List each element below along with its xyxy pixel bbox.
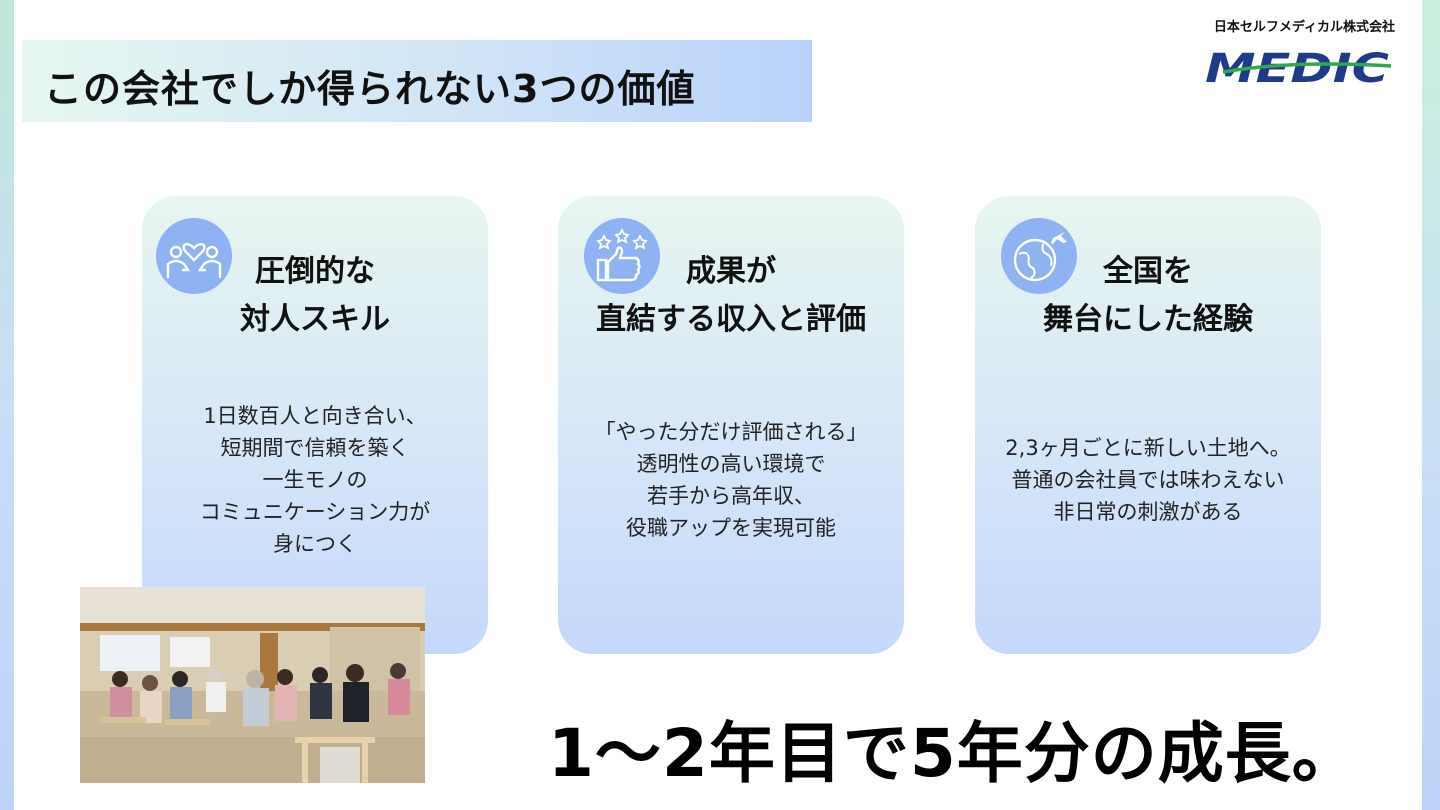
card-body-line: 若手から高年収、	[647, 484, 815, 508]
card-body-line: 普通の会社員では味わえない	[1011, 468, 1285, 492]
card-title-line: 全国を	[1103, 254, 1193, 289]
event-photo	[80, 587, 425, 783]
card-title: 成果が 直結する収入と評価	[558, 248, 904, 344]
value-card-nationwide: 全国を 舞台にした経験 2,3ヶ月ごとに新しい土地へ。 普通の会社員では味わえな…	[975, 196, 1321, 654]
medic-logo: MEDIC	[1205, 46, 1392, 86]
people-heart-icon	[156, 218, 232, 294]
card-body-line: 2,3ヶ月ごとに新しい土地へ。	[1005, 436, 1291, 460]
card-title: 全国を 舞台にした経験	[975, 248, 1321, 344]
card-body-line: 1日数百人と向き合い、	[203, 404, 427, 428]
card-title-line: 圧倒的な	[255, 254, 375, 289]
value-card-interpersonal: 圧倒的な 対人スキル 1日数百人と向き合い、 短期間で信頼を築く 一生モノの コ…	[142, 196, 488, 654]
card-body-line: 「やった分だけ評価される」	[594, 420, 868, 444]
card-body-line: 身につく	[273, 532, 357, 556]
growth-headline: 1〜2年目で5年分の成長。	[548, 715, 1359, 792]
card-title-line: 成果が	[686, 254, 776, 289]
card-body: 2,3ヶ月ごとに新しい土地へ。 普通の会社員では味わえない 非日常の刺激がある	[975, 432, 1321, 528]
card-title: 圧倒的な 対人スキル	[142, 248, 488, 344]
card-body-line: 一生モノの	[262, 468, 368, 492]
company-name: 日本セルフメディカル株式会社	[1213, 20, 1395, 35]
card-body: 1日数百人と向き合い、 短期間で信頼を築く 一生モノの コミュニケーション力が …	[142, 400, 488, 560]
card-title-line: 直結する収入と評価	[596, 302, 866, 337]
thumbs-up-stars-icon	[584, 218, 660, 294]
value-card-income: 成果が 直結する収入と評価 「やった分だけ評価される」 透明性の高い環境で 若手…	[558, 196, 904, 654]
left-frame-border	[0, 0, 14, 810]
right-frame-border	[1422, 0, 1440, 810]
card-body-line: 透明性の高い環境で	[636, 452, 826, 476]
card-body: 「やった分だけ評価される」 透明性の高い環境で 若手から高年収、 役職アップを実…	[558, 416, 904, 544]
card-title-line: 舞台にした経験	[1043, 302, 1253, 337]
globe-airplane-icon	[1001, 218, 1077, 294]
card-body-line: コミュニケーション力が	[199, 500, 431, 524]
page-title: この会社でしか得られない3つの価値	[44, 67, 696, 111]
card-title-line: 対人スキル	[240, 302, 390, 337]
title-banner	[22, 40, 812, 122]
card-body-line: 短期間で信頼を築く	[220, 436, 410, 460]
card-body-line: 非日常の刺激がある	[1053, 500, 1243, 524]
card-body-line: 役職アップを実現可能	[626, 516, 836, 540]
